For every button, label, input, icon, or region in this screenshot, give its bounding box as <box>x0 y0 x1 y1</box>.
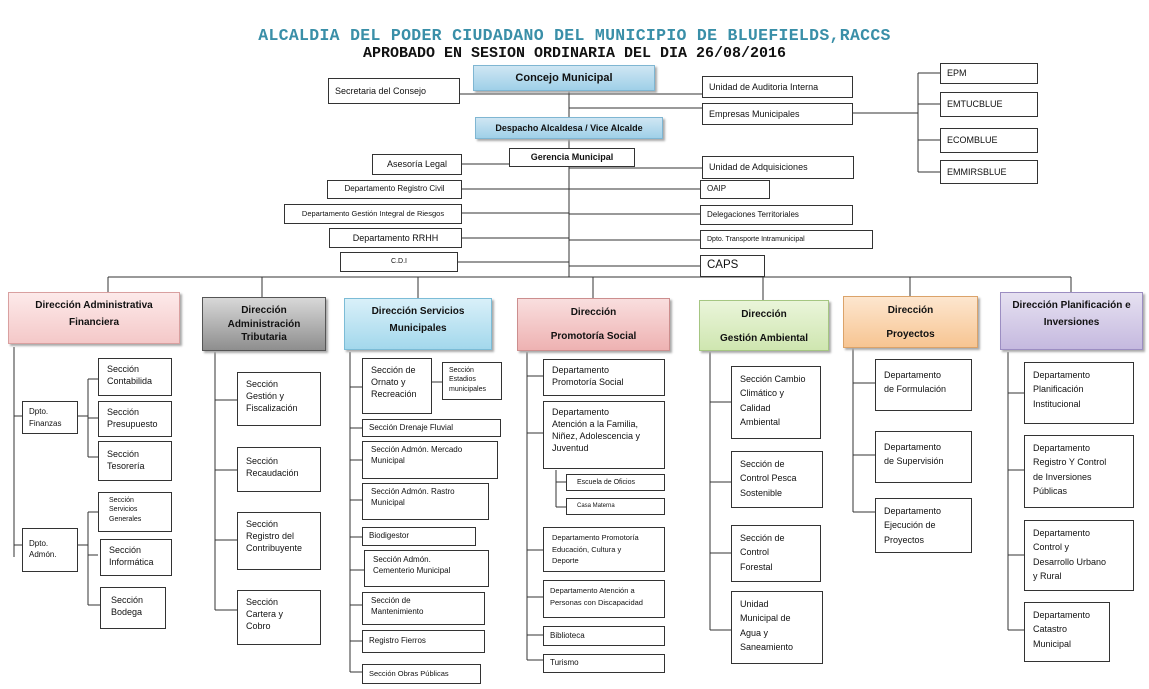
registro-fierros-box: Registro Fierros <box>362 630 485 653</box>
page-subtitle: APROBADO EN SESION ORDINARIA DEL DIA 26/… <box>362 45 787 62</box>
despacho-alcaldesa-box: Despacho Alcaldesa / Vice Alcalde <box>475 117 663 139</box>
dpto-admon-box: Dpto. Admón. <box>22 528 78 572</box>
turismo-box: Turismo <box>543 654 665 673</box>
cdi-box: C.D.I <box>340 252 458 272</box>
dpto-finanzas-box: Dpto. Finanzas <box>22 401 78 434</box>
biblioteca-box: Biblioteca <box>543 626 665 646</box>
empresa-emtucblue-box: EMTUCBLUE <box>940 92 1038 117</box>
casa-materna-box: Casa Materna <box>566 498 665 515</box>
seccion-cementerio-box: Sección Admón.Cementerio Municipal <box>364 550 489 587</box>
caps-box: CAPS <box>700 255 765 277</box>
empresas-municipales-box: Empresas Municipales <box>702 103 853 125</box>
transporte-box: Dpto. Transporte Intramunicipal <box>700 230 873 249</box>
asesoria-legal-box: Asesoría Legal <box>372 154 462 175</box>
delegaciones-box: Delegaciones Territoriales <box>700 205 853 225</box>
seccion-drenaje-box: Sección Drenaje Fluvial <box>362 419 501 437</box>
oaip-box: OAIP <box>700 180 770 199</box>
empresa-emmirsblue-box: EMMIRSBLUE <box>940 160 1038 184</box>
gerencia-municipal-box: Gerencia Municipal <box>509 148 635 167</box>
concejo-municipal-box: Concejo Municipal <box>473 65 655 91</box>
empresa-ecomblue-box: ECOMBLUE <box>940 128 1038 153</box>
page-title: ALCALDIA DEL PODER CIUDADANO DEL MUNICIP… <box>258 26 891 45</box>
biodigestor-box: Biodigestor <box>362 527 476 546</box>
secretaria-consejo-box: Secretaria del Consejo <box>328 78 460 104</box>
seccion-obras-publicas-box: Sección Obras Públicas <box>362 664 481 684</box>
gestion-riesgos-box: Departamento Gestión Integral de Riesgos <box>284 204 462 224</box>
escuela-oficios-box: Escuela de Oficios <box>566 474 665 491</box>
auditoria-interna-box: Unidad de Auditoria Interna <box>702 76 853 98</box>
adquisiciones-box: Unidad de Adquisiciones <box>702 156 854 179</box>
registro-civil-box: Departamento Registro Civil <box>327 180 462 199</box>
empresa-epm-box: EPM <box>940 63 1038 84</box>
rrhh-box: Departamento RRHH <box>329 228 462 248</box>
